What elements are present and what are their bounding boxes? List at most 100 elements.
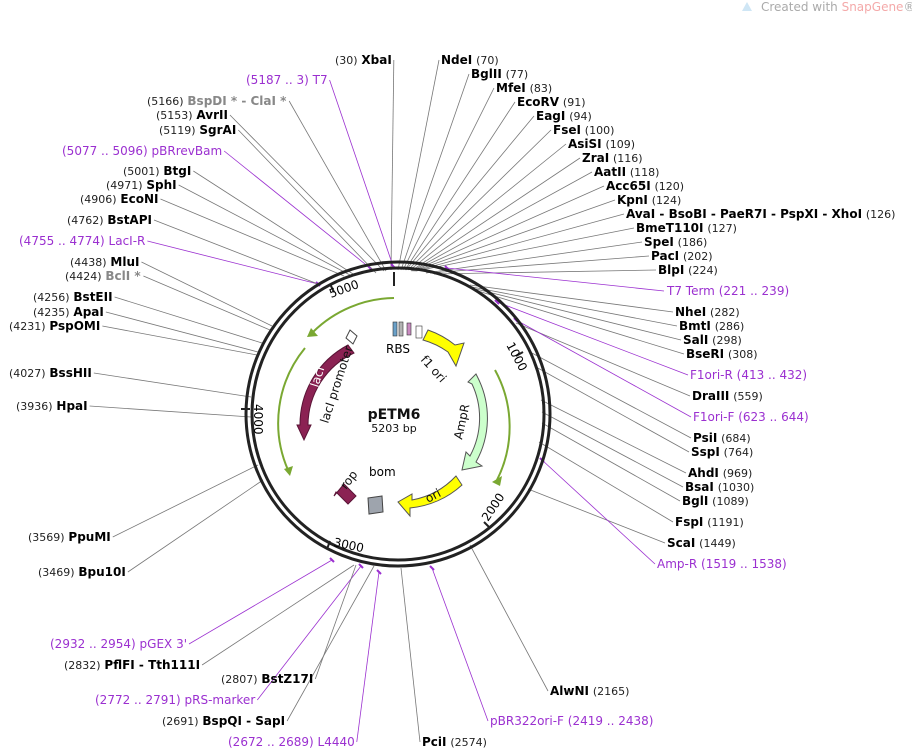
site-label-draiii[interactable]: DraIII (559) xyxy=(692,389,763,403)
site-position: (118) xyxy=(630,166,660,179)
site-position: (221 .. 239) xyxy=(719,284,789,298)
site-label-avrii[interactable]: (5153) AvrII xyxy=(156,108,228,122)
site-label-bmet110i[interactable]: BmeT110I (127) xyxy=(636,221,737,235)
site-name: BlpI xyxy=(658,263,684,277)
site-label-fsei[interactable]: FseI (100) xyxy=(553,123,614,137)
site-name: pBR322ori-F xyxy=(490,714,564,728)
site-label-l4440[interactable]: (2672 .. 2689) L4440 xyxy=(228,735,355,749)
leader-lines xyxy=(89,59,692,743)
leader-line xyxy=(541,422,681,502)
site-label-f1ori-r[interactable]: F1ori-R (413 .. 432) xyxy=(690,368,807,382)
site-name: SgrAI xyxy=(199,123,236,137)
site-label-kpni[interactable]: KpnI (124) xyxy=(617,193,681,207)
site-label-bspdi-clai[interactable]: (5166) BspDI * - ClaI * xyxy=(147,94,287,108)
site-label-ahdi[interactable]: AhdI (969) xyxy=(688,466,752,480)
site-label-bsshii[interactable]: (4027) BssHII xyxy=(9,366,92,380)
site-position: (91) xyxy=(563,96,586,109)
site-name: Acc65I xyxy=(606,179,651,193)
site-label-t7[interactable]: (5187 .. 3) T7 xyxy=(246,73,328,87)
site-label-bsai[interactable]: BsaI (1030) xyxy=(685,480,754,494)
site-position: (559) xyxy=(733,390,763,403)
site-label-paci[interactable]: PacI (202) xyxy=(651,249,713,263)
site-label-pgex-3[interactable]: (2932 .. 2954) pGEX 3' xyxy=(50,637,187,651)
site-label-ecorv[interactable]: EcoRV (91) xyxy=(517,95,586,109)
site-label-bsteii[interactable]: (4256) BstEII xyxy=(33,290,113,304)
site-label-bstapi[interactable]: (4762) BstAPI xyxy=(67,213,152,227)
site-label-prs-marker[interactable]: (2772 .. 2791) pRS-marker xyxy=(95,693,255,707)
site-label-spei[interactable]: SpeI (186) xyxy=(644,235,707,249)
site-label-bgli[interactable]: BglI (1089) xyxy=(682,494,749,508)
site-label-pcii[interactable]: PciI (2574) xyxy=(422,735,487,749)
site-position: (1089) xyxy=(712,495,749,508)
site-label-bglii[interactable]: BglII (77) xyxy=(471,67,528,81)
site-label-bspqi-sapi[interactable]: (2691) BspQI - SapI xyxy=(162,714,285,728)
site-label-apai[interactable]: (4235) ApaI xyxy=(33,305,104,319)
leader-line xyxy=(405,115,535,271)
leader-line xyxy=(407,129,552,271)
site-position: (224) xyxy=(688,264,718,277)
site-label-mfei[interactable]: MfeI (83) xyxy=(496,81,552,95)
site-label-bseri[interactable]: BseRI (308) xyxy=(686,347,758,361)
site-label-bstz17i[interactable]: (2807) BstZ17I xyxy=(221,672,313,686)
site-label-econi[interactable]: (4906) EcoNI xyxy=(80,192,158,206)
site-label-sgrai[interactable]: (5119) SgrAI xyxy=(159,123,236,137)
site-name: DraIII xyxy=(692,389,729,403)
site-label-bcli[interactable]: (4424) BclI * xyxy=(65,269,141,283)
f1-ori-feature[interactable] xyxy=(422,329,465,368)
site-label-alwni[interactable]: AlwNI (2165) xyxy=(550,684,629,698)
site-label-scai[interactable]: ScaI (1449) xyxy=(667,536,736,550)
site-name: AsiSI xyxy=(568,137,602,151)
site-label-laci-r[interactable]: (4755 .. 4774) LacI-R xyxy=(19,234,145,248)
primer-mark-icon xyxy=(358,563,364,569)
site-label-avai-bsobi-paer7i-pspxi-xhoi[interactable]: AvaI - BsoBI - PaeR7I - PspXI - XhoI (12… xyxy=(626,207,895,221)
leader-line xyxy=(529,351,692,439)
ampr-feature[interactable] xyxy=(461,373,488,471)
rop-feature[interactable] xyxy=(333,483,357,505)
site-label-sali[interactable]: SalI (298) xyxy=(683,333,742,347)
site-label-sphi[interactable]: (4971) SphI xyxy=(106,178,177,192)
site-label-blpi[interactable]: BlpI (224) xyxy=(658,263,718,277)
site-label-pbrrevbam[interactable]: (5077 .. 5096) pBRrevBam xyxy=(62,144,222,158)
site-name: L4440 xyxy=(318,735,355,749)
site-name: F1ori-F xyxy=(693,410,734,424)
plasmid-size: 5203 bp xyxy=(371,422,416,435)
laci-feature[interactable] xyxy=(296,344,355,442)
site-label-ndei[interactable]: NdeI (70) xyxy=(441,53,499,67)
site-label-eagi[interactable]: EagI (94) xyxy=(536,109,592,123)
leader-line xyxy=(446,267,665,292)
ori-feature[interactable] xyxy=(397,475,463,518)
site-label-sspi[interactable]: SspI (764) xyxy=(691,445,753,459)
site-label-pbr322ori-f[interactable]: pBR322ori-F (2419 .. 2438) xyxy=(490,714,653,728)
site-label-t7-term[interactable]: T7 Term (221 .. 239) xyxy=(666,284,789,298)
site-label-fspi[interactable]: FspI (1191) xyxy=(675,515,744,529)
site-label-nhei[interactable]: NheI (282) xyxy=(675,305,740,319)
site-label-amp-r[interactable]: Amp-R (1519 .. 1538) xyxy=(657,557,787,571)
site-label-aatii[interactable]: AatII (118) xyxy=(594,165,659,179)
site-label-hpai[interactable]: (3936) HpaI xyxy=(16,399,88,413)
leader-line xyxy=(515,322,691,397)
site-label-bpu10i[interactable]: (3469) Bpu10I xyxy=(38,565,126,579)
site-label-btgi[interactable]: (5001) BtgI xyxy=(123,164,191,178)
site-name: T7 Term xyxy=(666,284,715,298)
leader-line xyxy=(223,150,371,269)
site-label-ppumi[interactable]: (3569) PpuMI xyxy=(28,530,111,544)
leader-line xyxy=(411,171,593,272)
site-label-mlui[interactable]: (4438) MluI xyxy=(70,255,139,269)
site-label-xbai[interactable]: (30) XbaI xyxy=(335,53,392,67)
watermark: Created with SnapGene® xyxy=(742,0,912,14)
site-name: PsiI xyxy=(693,431,717,445)
site-label-asisi[interactable]: AsiSI (109) xyxy=(568,137,635,151)
site-position: (127) xyxy=(707,222,737,235)
site-label-psii[interactable]: PsiI (684) xyxy=(693,431,751,445)
leader-line xyxy=(147,240,319,285)
site-label-acc65i[interactable]: Acc65I (120) xyxy=(606,179,684,193)
site-label-f1ori-f[interactable]: F1ori-F (623 .. 644) xyxy=(693,410,809,424)
site-label-pspomi[interactable]: (4231) PspOMI xyxy=(9,319,100,333)
site-label-pflfi-tth111i[interactable]: (2832) PflFI - Tth111I xyxy=(64,658,200,672)
bom-feature[interactable] xyxy=(367,495,384,515)
site-label-bmti[interactable]: BmtI (286) xyxy=(679,319,744,333)
site-label-zrai[interactable]: ZraI (116) xyxy=(582,151,643,165)
site-position: (2165) xyxy=(593,685,630,698)
leader-line xyxy=(229,114,385,272)
laci-promoter-feature[interactable] xyxy=(345,329,358,345)
